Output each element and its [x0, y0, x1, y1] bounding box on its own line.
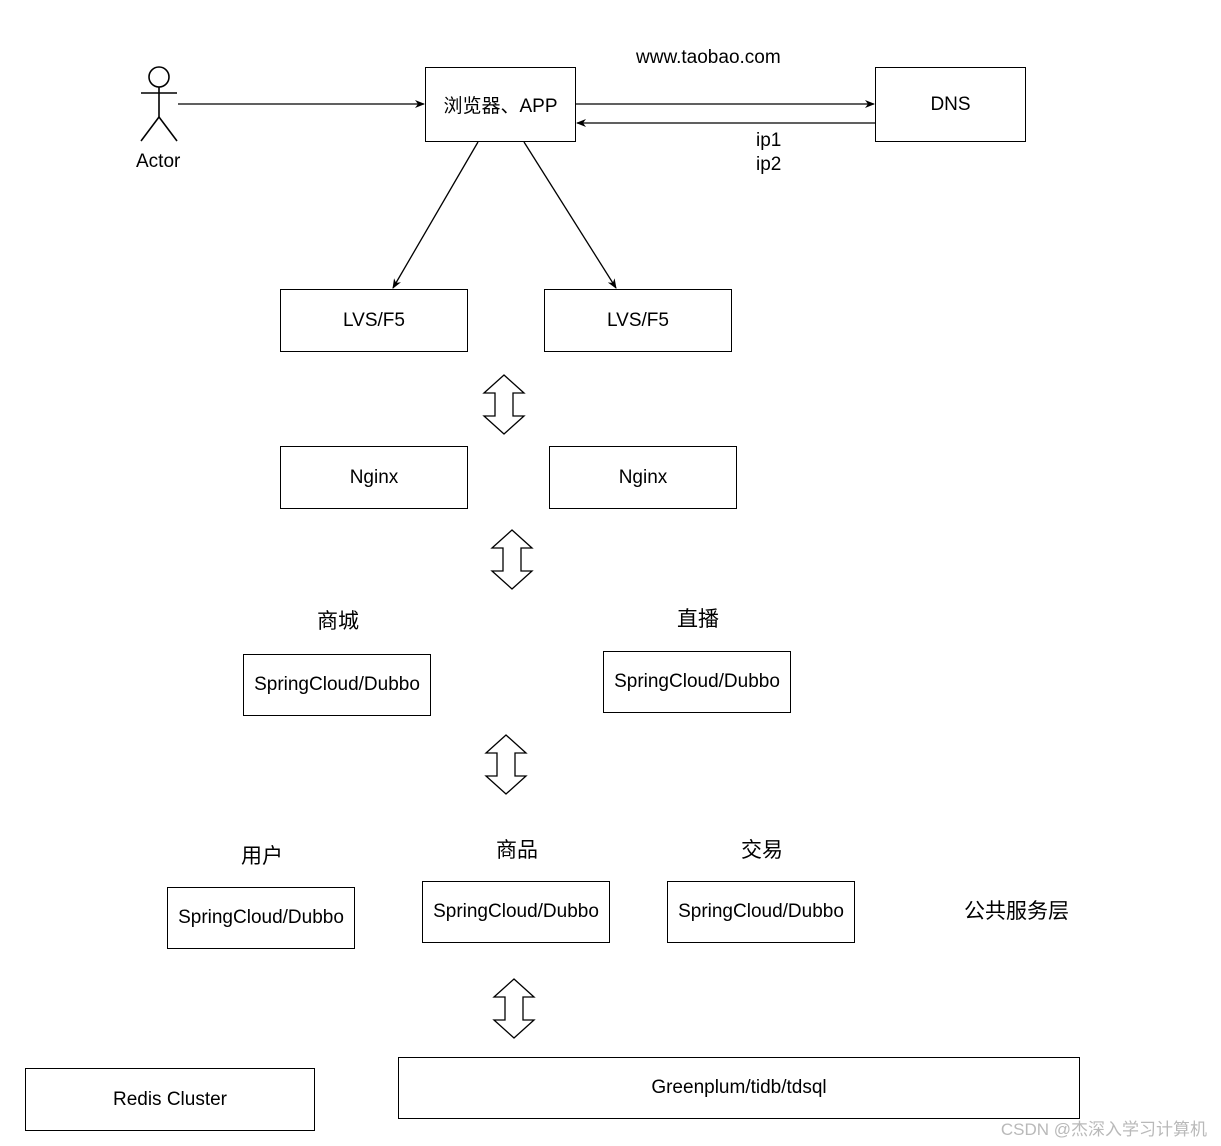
client-label: 浏览器、APP: [443, 96, 558, 117]
group-title-user: 用户: [241, 844, 283, 868]
product-service-box[interactable]: SpringCloud/Dubbo: [422, 881, 610, 943]
dns-ip2-label: ip2: [756, 154, 782, 175]
group-title-live: 直播: [677, 607, 719, 631]
dns-domain-label: www.taobao.com: [636, 47, 781, 68]
live-service-label: SpringCloud/Dubbo: [614, 671, 780, 692]
services-common-double-arrow: [484, 734, 528, 795]
nginx-label-right: Nginx: [618, 466, 668, 488]
nginx-box-left[interactable]: Nginx: [280, 446, 468, 509]
lvs-box-left[interactable]: LVS/F5: [280, 289, 468, 352]
dns-label: DNS: [930, 93, 971, 115]
live-service-box[interactable]: SpringCloud/Dubbo: [603, 651, 791, 713]
trade-service-box[interactable]: SpringCloud/Dubbo: [667, 881, 855, 943]
redis-cluster-label: Redis Cluster: [112, 1088, 228, 1110]
watermark: CSDN @杰深入学习计算机: [1000, 1120, 1207, 1139]
group-title-product: 商品: [496, 838, 538, 862]
trade-service-label: SpringCloud/Dubbo: [678, 901, 844, 922]
dns-ip1-label: ip1: [756, 130, 782, 151]
database-box[interactable]: Greenplum/tidb/tdsql: [398, 1057, 1080, 1119]
actor-figure-icon: [140, 66, 178, 142]
group-title-mall: 商城: [317, 609, 359, 633]
database-label: Greenplum/tidb/tdsql: [651, 1077, 827, 1098]
nginx-box-right[interactable]: Nginx: [549, 446, 737, 509]
lvs-nginx-double-arrow: [482, 374, 526, 435]
common-layer-label: 公共服务层: [964, 899, 1069, 923]
client-box[interactable]: 浏览器、APP: [425, 67, 576, 142]
client-to-lvs-left-arrow: [392, 141, 479, 289]
nginx-services-double-arrow: [490, 529, 534, 590]
actor-label: Actor: [136, 151, 181, 172]
lvs-label-left: LVS/F5: [343, 309, 405, 331]
group-title-trade: 交易: [741, 838, 783, 862]
common-storage-double-arrow: [492, 978, 536, 1039]
client-to-lvs-right-arrow: [523, 141, 617, 289]
nginx-label-left: Nginx: [349, 466, 399, 488]
product-service-label: SpringCloud/Dubbo: [433, 901, 599, 922]
user-service-label: SpringCloud/Dubbo: [178, 907, 344, 928]
lvs-label-right: LVS/F5: [607, 309, 669, 331]
mall-service-box[interactable]: SpringCloud/Dubbo: [243, 654, 431, 716]
mall-service-label: SpringCloud/Dubbo: [254, 674, 420, 695]
lvs-box-right[interactable]: LVS/F5: [544, 289, 732, 352]
dns-box[interactable]: DNS: [875, 67, 1026, 142]
redis-cluster-box[interactable]: Redis Cluster: [25, 1068, 315, 1131]
user-service-box[interactable]: SpringCloud/Dubbo: [167, 887, 355, 949]
